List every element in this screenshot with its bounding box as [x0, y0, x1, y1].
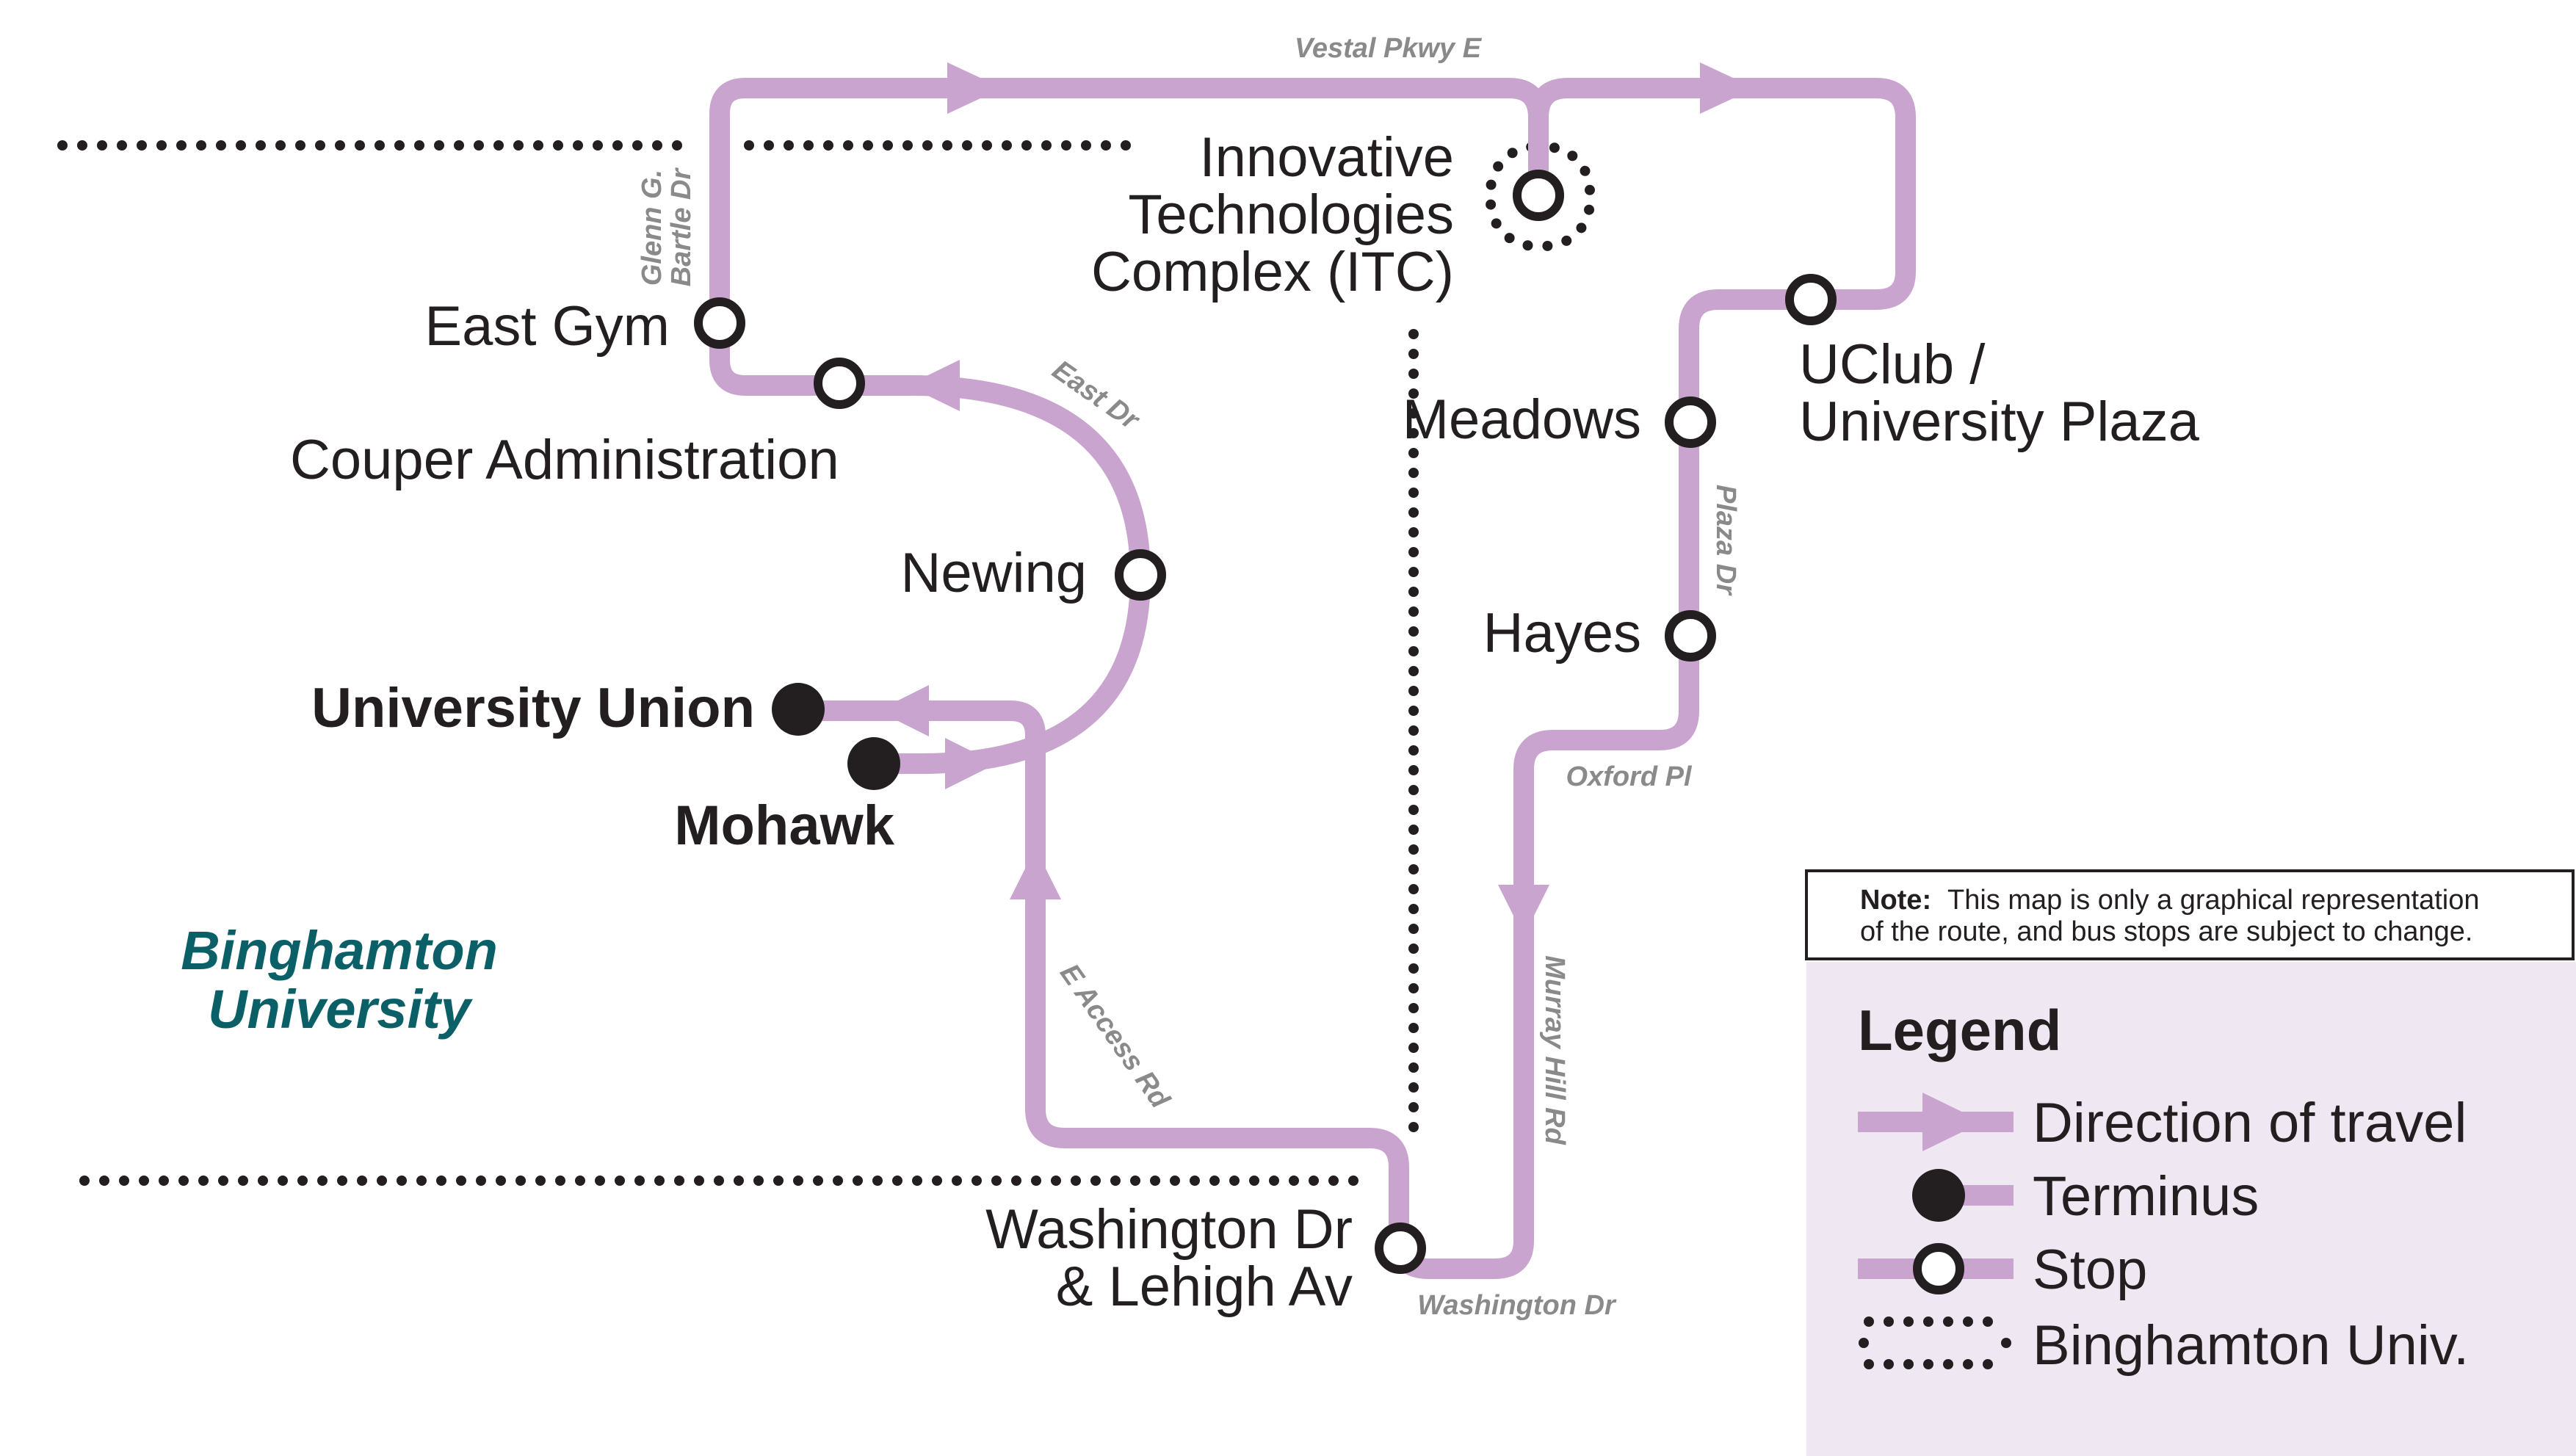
stop-label-couper: Couper Administration	[290, 429, 839, 491]
stop-marker-east-gym	[694, 297, 745, 349]
stop-label-itc-line2: Technologies	[1128, 184, 1454, 246]
arrow-east-dr	[907, 360, 960, 411]
legend-stop-icon	[1858, 1243, 2014, 1294]
legend-direction-icon	[1858, 1093, 2014, 1151]
note-line1: This map is only a graphical representat…	[1947, 885, 2480, 916]
street-label-oxford: Oxford Pl	[1566, 761, 1692, 792]
legend-stop-label: Stop	[2033, 1239, 2147, 1301]
stop-marker-hayes	[1665, 610, 1716, 662]
stop-label-itc-line3: Complex (ITC)	[1091, 241, 1454, 303]
legend-terminus-label: Terminus	[2033, 1165, 2259, 1228]
street-label-glenn-line1: Glenn G.	[637, 170, 667, 286]
stop-label-washington-line2: & Lehigh Av	[1056, 1256, 1353, 1318]
street-label-washington-dr: Washington Dr	[1417, 1290, 1617, 1321]
terminus-marker-union	[772, 683, 825, 736]
note-label: Note:	[1860, 885, 1931, 916]
campus-boundary	[57, 140, 1595, 1186]
stop-label-uclub-line2: University Plaza	[1799, 391, 2200, 453]
street-label-plaza-dr: Plaza Dr	[1710, 485, 1741, 596]
street-label-vestal: Vestal Pkwy E	[1295, 33, 1483, 64]
stop-label-hayes: Hayes	[1483, 602, 1641, 664]
terminus-label-mohawk: Mohawk	[674, 794, 895, 857]
direction-arrows	[878, 62, 1755, 936]
stop-label-newing: Newing	[901, 542, 1087, 604]
street-label-glenn-line2: Bartle Dr	[666, 167, 697, 287]
stop-marker-couper	[814, 358, 865, 409]
arrow-murray-hill	[1498, 885, 1549, 936]
stop-marker-itc	[1513, 170, 1564, 221]
stop-label-itc-line1: Innovative	[1200, 126, 1454, 189]
campus-label-line1: Binghamton	[181, 920, 498, 981]
stop-label-east-gym: East Gym	[424, 295, 670, 358]
arrow-e-access	[1010, 848, 1061, 899]
arrow-mohawk	[945, 738, 996, 789]
svg-text:Note: This map is only a: Note: This map is only a graphical repre…	[1860, 885, 2479, 916]
terminus-marker-mohawk	[847, 737, 900, 790]
arrow-union	[878, 685, 929, 736]
stop-label-uclub-line1: UClub /	[1799, 333, 1986, 396]
stop-marker-newing	[1115, 549, 1166, 601]
terminus-label-union: University Union	[311, 677, 755, 739]
legend-title: Legend	[1858, 998, 2061, 1062]
stop-label-meadows: Meadows	[1403, 388, 1641, 451]
legend-direction-label: Direction of travel	[2033, 1092, 2467, 1154]
street-label-murray: Murray Hill Rd	[1539, 955, 1570, 1145]
arrow-vestal-east	[1700, 62, 1755, 114]
legend-terminus-icon	[1912, 1169, 2014, 1222]
legend-boundary-label: Binghamton Univ.	[2033, 1314, 2469, 1377]
stop-marker-uclub	[1785, 274, 1837, 325]
arrow-vestal-west	[947, 62, 1002, 114]
stop-label-washington-line1: Washington Dr	[985, 1198, 1353, 1261]
stop-marker-washington	[1375, 1223, 1426, 1274]
legend-boundary-icon	[1859, 1316, 2011, 1369]
campus-label-line2: University	[208, 979, 474, 1040]
stop-marker-meadows	[1665, 396, 1716, 448]
note-line2: of the route, and bus stops are subject …	[1860, 916, 2472, 947]
street-label-e-access: E Access Rd	[1054, 958, 1176, 1114]
note-box: Note: This map is only a graphical repre…	[1805, 869, 2575, 960]
